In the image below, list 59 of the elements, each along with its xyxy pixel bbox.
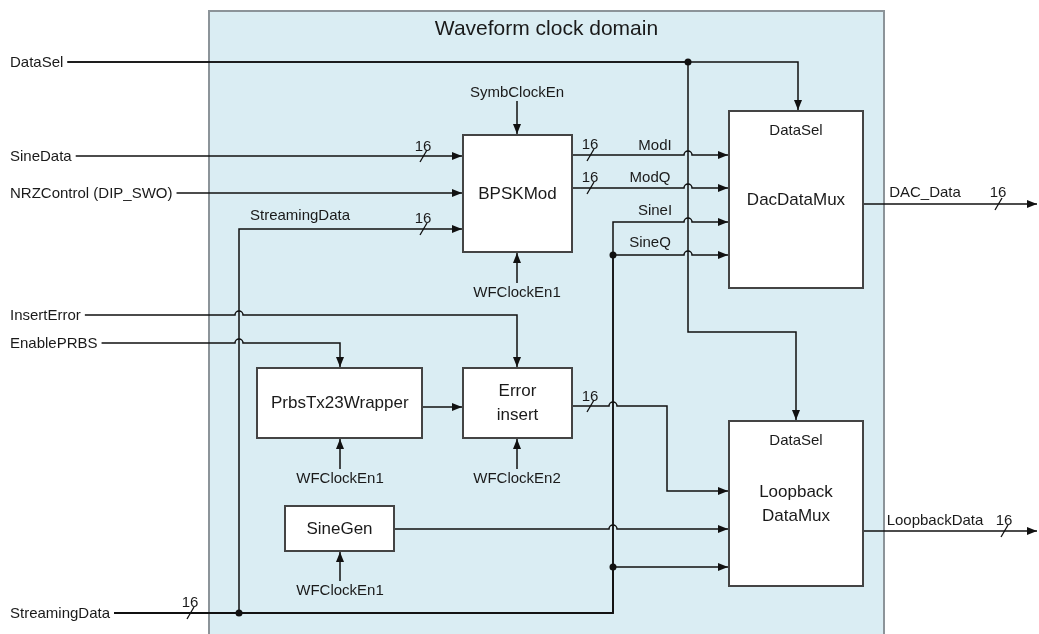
signal-label: DAC_Data xyxy=(889,182,961,200)
bus-width-label: 16 xyxy=(989,182,1007,200)
arrow xyxy=(863,527,1038,535)
arrow xyxy=(513,252,521,284)
arrow xyxy=(175,189,463,197)
signal-label: ModQ xyxy=(629,167,671,185)
block-label: BPSKMod xyxy=(478,182,557,205)
port-label: DataSel xyxy=(768,120,824,140)
block-label: SineGen xyxy=(306,517,373,540)
signal-label: StreamingData xyxy=(249,205,351,223)
bus-width-label: 16 xyxy=(414,136,432,154)
clock-domain-region xyxy=(208,10,885,634)
bus-width-label: 16 xyxy=(581,134,599,152)
arrow xyxy=(66,61,800,421)
signal-label: SineI xyxy=(637,200,673,218)
arrow xyxy=(336,551,344,582)
block-label: Error insert xyxy=(495,380,540,426)
signal-name: InsertError xyxy=(6,306,85,324)
signal-name: WFClockEn1 xyxy=(292,581,388,599)
signal-name: WFClockEn1 xyxy=(469,283,565,301)
signal-name: WFClockEn2 xyxy=(469,469,565,487)
arrow xyxy=(84,310,521,368)
arrow xyxy=(100,338,344,368)
module-block xyxy=(728,420,864,587)
signal-label: ModI xyxy=(638,135,672,153)
region-title: Waveform clock domain xyxy=(433,16,660,40)
arrow xyxy=(422,403,463,411)
port-label: DataSel xyxy=(768,430,824,450)
module-block xyxy=(462,367,573,439)
module-block xyxy=(256,367,423,439)
arrow xyxy=(572,401,729,495)
arrow xyxy=(572,150,729,159)
bus-width-label: 16 xyxy=(581,167,599,185)
signal-name: StreamingData xyxy=(6,604,115,622)
signal-name: SymbClockEn xyxy=(465,83,569,101)
signal-name: SineData xyxy=(6,147,76,165)
arrow xyxy=(863,200,1038,208)
signal-name: WFClockEn1 xyxy=(292,469,388,487)
bus-width-label: 16 xyxy=(414,208,432,226)
arrow xyxy=(394,524,729,533)
signal-name: NRZControl (DIP_SWO) xyxy=(6,184,177,202)
arrow xyxy=(513,438,521,470)
arrow xyxy=(513,100,521,135)
block-label: DacDataMux xyxy=(746,188,846,211)
signal-label: SineQ xyxy=(629,232,671,250)
bus-width-label: 16 xyxy=(995,510,1013,528)
arrow xyxy=(336,438,344,470)
arrow xyxy=(572,183,729,192)
module-block xyxy=(462,134,573,253)
module-block xyxy=(728,110,864,289)
signal-name: EnablePRBS xyxy=(6,334,102,352)
module-block xyxy=(284,505,395,552)
bus-width-label: 16 xyxy=(181,592,199,610)
signal-name: DataSel xyxy=(6,53,68,71)
bus-width-label: 16 xyxy=(581,386,599,404)
signal-label: LoopbackData xyxy=(886,510,984,528)
arrow xyxy=(74,152,463,160)
block-label: Loopback DataMux xyxy=(758,480,834,527)
block-label: PrbsTx23Wrapper xyxy=(271,392,408,414)
